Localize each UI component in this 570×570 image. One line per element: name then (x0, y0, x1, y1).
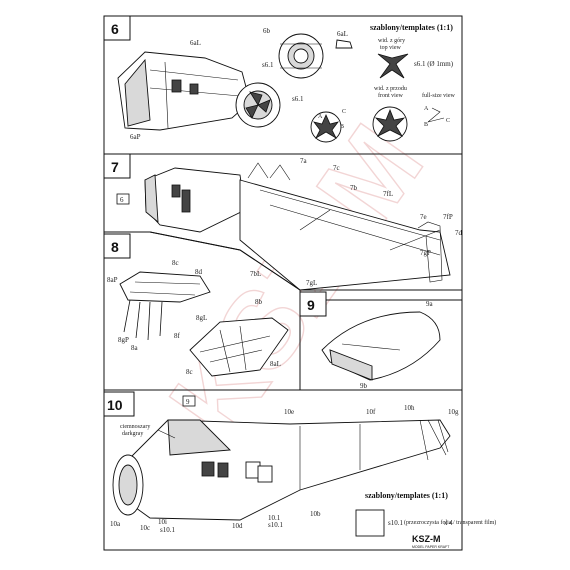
label-7fL: 7fL (383, 190, 393, 198)
label-6aL-2: 6aL (337, 30, 348, 38)
step-8-number: 8 (111, 239, 119, 255)
label-9b: 9b (360, 382, 368, 390)
label-10g: 10g (448, 408, 459, 416)
step-7-panel: 7 6 7a 7c 7b 7fL 7e 7fP 7d 7bL 7gL 7gP (103, 153, 463, 301)
step-8-panel: 8 8aP 8c 8d 8b 8gL 8gP 8a 8f 8c 8aL (103, 231, 301, 391)
label-10d: 10d (232, 522, 243, 530)
label-7a: 7a (300, 157, 308, 165)
label-7gL: 7gL (306, 279, 317, 287)
s61-note: s6.1 (Ø 1mm) (414, 60, 454, 68)
label-9a: 9a (426, 300, 434, 308)
label-s10-1-b: s10.1 (268, 521, 283, 529)
step-10-number: 10 (107, 397, 123, 413)
label-7-6: 6 (120, 196, 124, 204)
label-8d: 8d (195, 268, 203, 276)
step-7-number: 7 (111, 159, 119, 175)
s101-note: (przezroczysta folia / transparent film) (404, 519, 496, 526)
label-8aL: 8aL (270, 360, 281, 368)
label-7fP: 7fP (443, 213, 453, 221)
label-8gL: 8gL (196, 314, 207, 322)
label-8a: 8a (131, 344, 139, 352)
label-10i: 10i (158, 518, 167, 526)
label-10a: 10a (110, 520, 121, 528)
svg-text:C: C (446, 118, 450, 124)
svg-text:C: C (342, 109, 346, 115)
brand-logo-sub: MODEL PAPER KRAFT (412, 545, 450, 549)
label-8gP: 8gP (118, 336, 129, 344)
label-7bL: 7bL (250, 270, 261, 278)
svg-text:A: A (424, 106, 429, 112)
label-6aL: 6aL (190, 39, 201, 47)
label-7gP: 7gP (420, 249, 431, 257)
s101-qty: x 4 (444, 519, 453, 527)
step-6-number: 6 (111, 21, 119, 37)
label-8c-2: 8c (186, 368, 193, 376)
label-10-1: 10.1 (268, 514, 281, 522)
label-8b: 8b (255, 298, 263, 306)
label-10h: 10h (404, 404, 415, 412)
label-8f: 8f (174, 332, 181, 340)
label-10b: 10b (310, 510, 321, 518)
label-8c: 8c (172, 259, 179, 267)
step-9-number: 9 (307, 297, 315, 313)
s10-1-template-box (355, 509, 385, 537)
step-9-panel: 9 9a 9b (299, 289, 463, 391)
s101-label: s10.1 (388, 519, 403, 527)
label-6b: 6b (263, 27, 271, 35)
label-s6-1-b: s6.1 (292, 95, 304, 103)
label-7e: 7e (420, 213, 427, 221)
label-7b: 7b (350, 184, 358, 192)
label-7c: 7c (333, 164, 340, 172)
svg-text:B: B (340, 124, 344, 130)
svg-text:B: B (424, 122, 428, 128)
label-s6-1-a: s6.1 (262, 61, 274, 69)
label-s10-1-a: s10.1 (160, 526, 175, 534)
full-size-label: full-size view (422, 92, 455, 99)
step-6-panel: 6 6aL 6b s6.1 6aP s6.1 6aL szablony/temp… (103, 15, 463, 155)
step-10-panel: 10 9 10e 10f 10h 10g 10a 10c 10i s10.1 1… (103, 389, 496, 551)
label-10e: 10e (284, 408, 294, 416)
label-6aP: 6aP (130, 133, 141, 141)
label-10f: 10f (366, 408, 376, 416)
templates-header-10: szablony/templates (1:1) (365, 491, 448, 500)
templates-header: szablony/templates (1:1) (370, 23, 453, 32)
label-10c: 10c (140, 524, 150, 532)
label-8aP: 8aP (107, 276, 118, 284)
label-10-9: 9 (186, 398, 190, 406)
label-7d: 7d (455, 229, 463, 237)
brand-logo: KSZ-M (412, 534, 441, 544)
svg-text:A: A (318, 114, 323, 120)
